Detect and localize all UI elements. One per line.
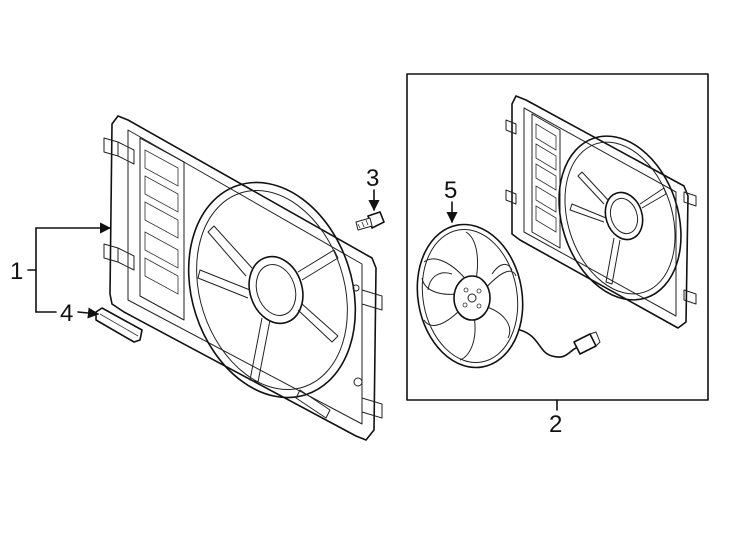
callout-4: 4 [60,300,73,327]
bolt [355,211,385,231]
callout-2: 2 [549,411,562,438]
fan-shroud [103,115,383,441]
leader-lines-left [27,222,112,319]
seal-strip [95,307,143,343]
assembly-box [406,73,709,411]
callout-5: 5 [444,177,457,204]
fan-blade-assembly [416,223,601,369]
callout-3: 3 [366,165,379,192]
assembly-shroud [505,95,697,329]
callout-1: 1 [10,258,23,285]
